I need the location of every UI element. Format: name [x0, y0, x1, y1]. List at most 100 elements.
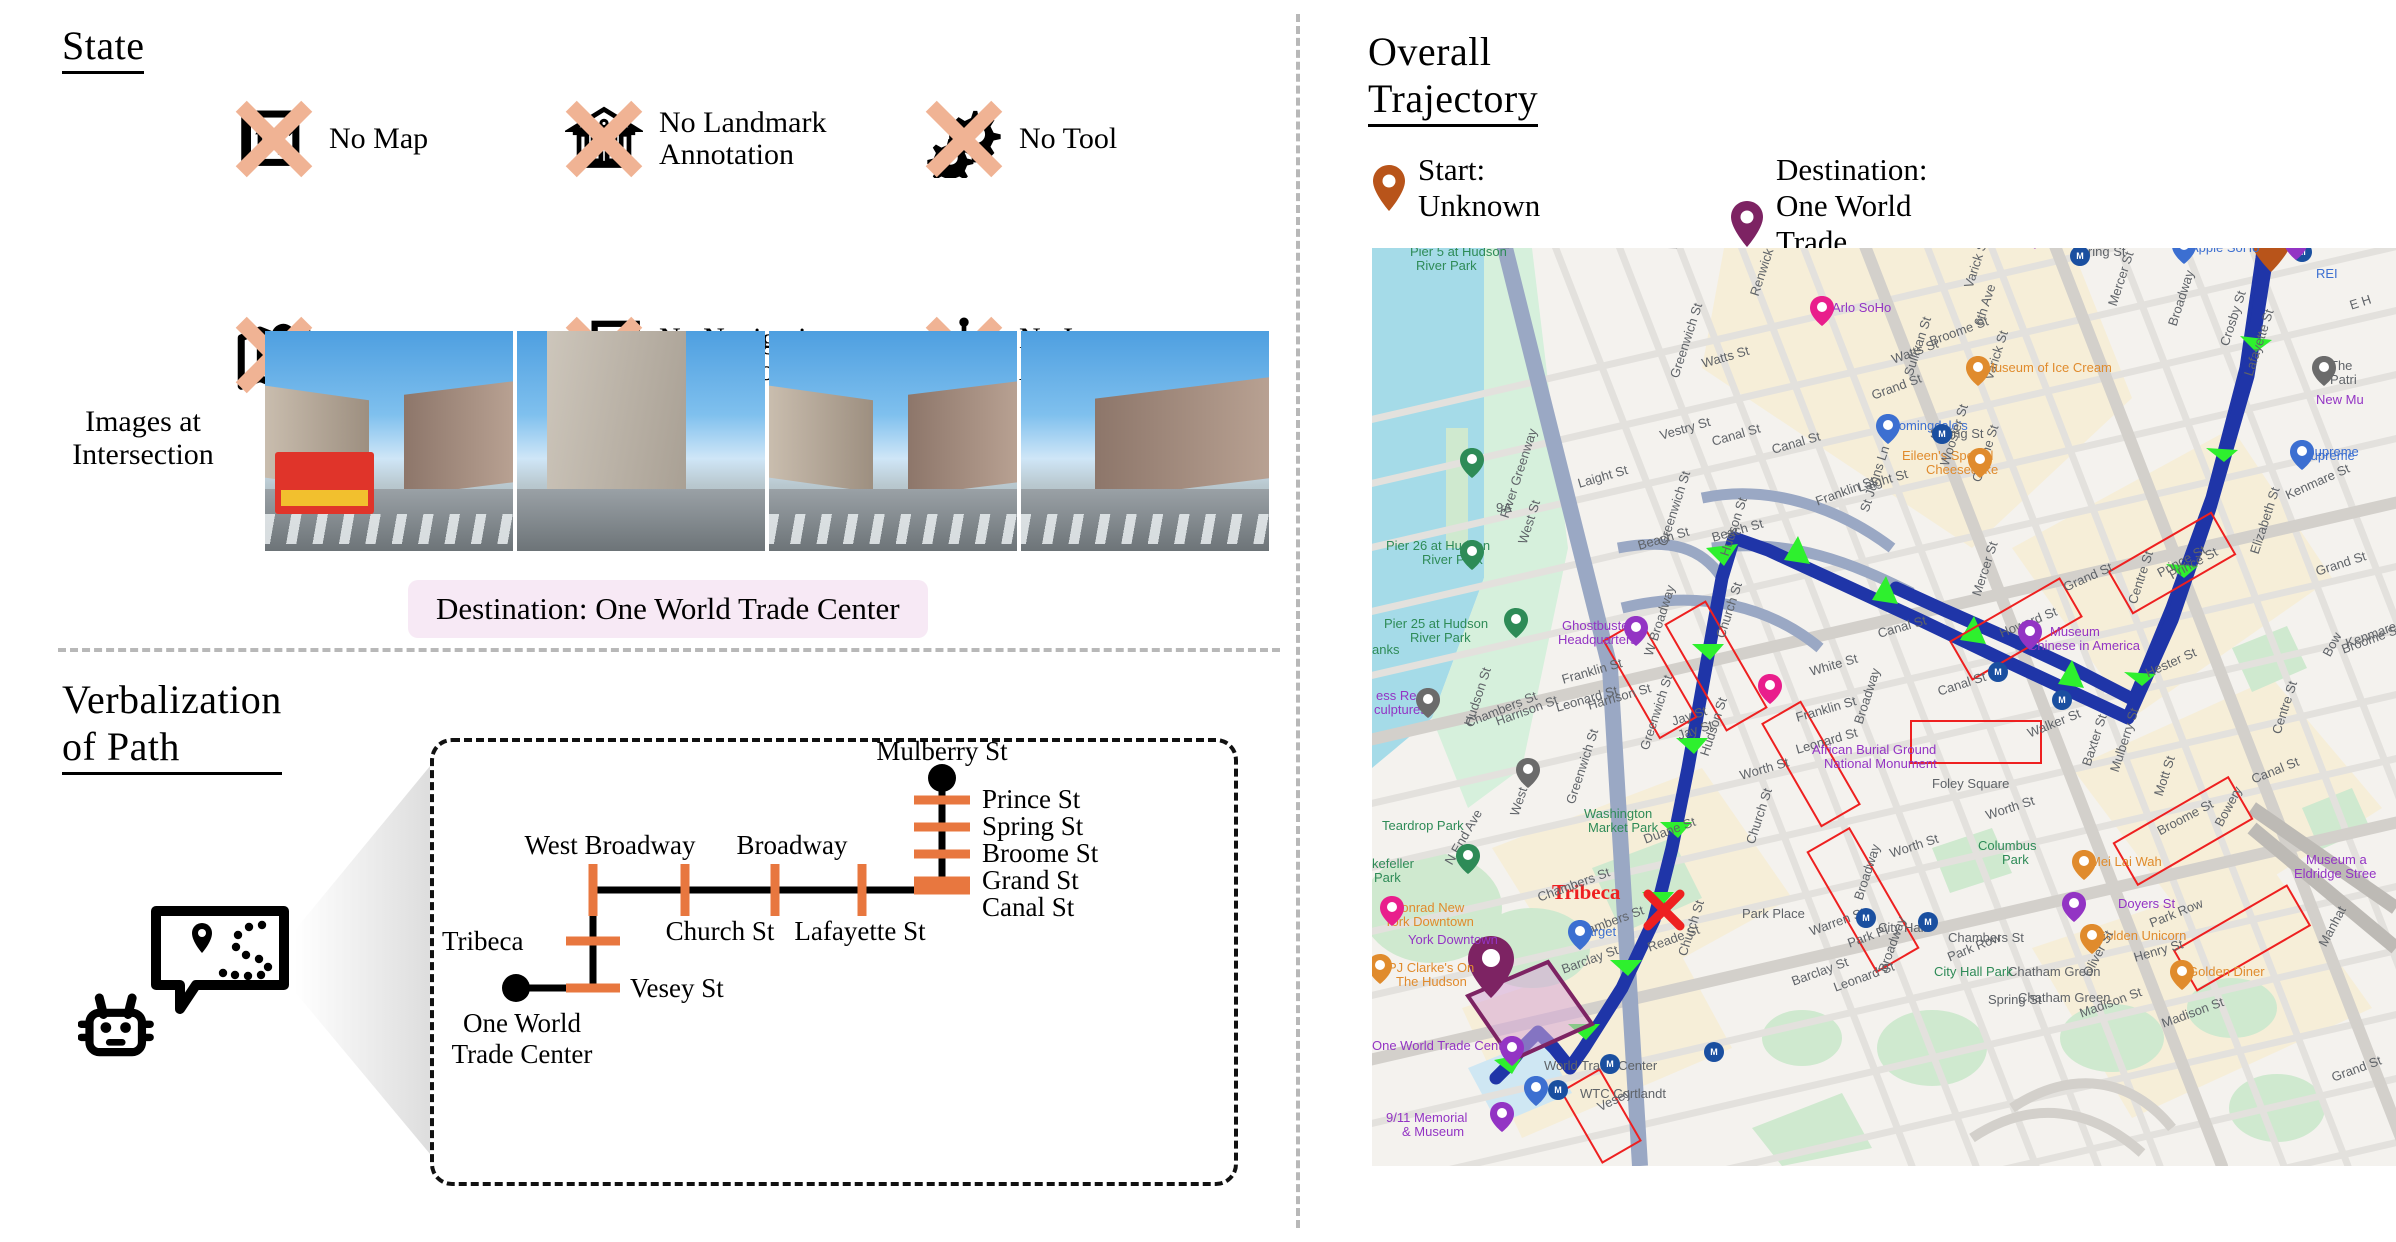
poi-marker-icon[interactable] [2062, 892, 2086, 922]
subway-station-icon[interactable]: M [1918, 912, 1938, 932]
path-label-tribeca: Tribeca [442, 926, 524, 956]
constraint-landmark-bank: No Landmark Annotation [565, 100, 826, 178]
intersection-image-strip [265, 331, 1269, 551]
legend-start-label: Start: Unknown [1418, 152, 1541, 223]
map-label: Teardrop Park [1382, 818, 1464, 833]
poi-marker-icon[interactable] [1876, 414, 1900, 444]
poi-marker-icon[interactable] [1416, 688, 1440, 718]
map-label: Pier 5 at Hudson [1410, 248, 1507, 259]
constraints-row: No GPSNo Navigation InstructionNo Intern… [235, 226, 1165, 394]
landmark-bank-icon [565, 100, 643, 178]
route-speech-bubble-icon [151, 906, 289, 1014]
map-label: Park [1374, 870, 1401, 885]
poi-marker-icon[interactable] [1810, 296, 1834, 326]
red-highlight-spring-st [1910, 720, 2042, 764]
map-label: Ghostbusters [1562, 618, 1640, 633]
legend-start: Start: Unknown [1372, 152, 1540, 224]
path-label-broadway: Broadway [736, 830, 848, 860]
poi-marker-icon[interactable] [2172, 248, 2196, 264]
map-destination-pin[interactable] [1468, 936, 1514, 998]
path-label-mulberry: Mulberry St [876, 736, 1008, 766]
path-label-west-broadway: West Broadway [524, 830, 696, 860]
path-label-grand: Grand St [982, 865, 1079, 895]
poi-marker-icon[interactable] [2018, 620, 2042, 650]
path-label-prince: Prince St [982, 784, 1081, 814]
destination-pin-icon [1731, 201, 1763, 247]
map-label: Golden Unicorn [2096, 928, 2187, 943]
map-label: Supreme [2302, 448, 2355, 463]
map-label: Doyers St [2118, 896, 2176, 911]
map-label: River Park [1410, 630, 1471, 645]
map-label: REI [2316, 266, 2338, 281]
destination-banner: Destination: One World Trade Center [408, 580, 928, 638]
subway-station-icon[interactable]: M [1548, 1080, 1568, 1100]
vertical-divider [1296, 14, 1300, 1228]
constraint-gears-tool: No Tool [925, 100, 1117, 178]
street-view-thumbnail [265, 331, 513, 551]
map-label: New Mu [2316, 392, 2364, 407]
poi-marker-icon[interactable] [1372, 954, 1392, 984]
map-label: Spring St [1988, 992, 2042, 1007]
poi-marker-icon[interactable] [1490, 1102, 1514, 1132]
poi-marker-icon[interactable] [2080, 924, 2104, 954]
poi-marker-icon[interactable] [2170, 960, 2194, 990]
robot-icon [78, 993, 154, 1057]
trajectory-section-title: Overall Trajectory [1368, 28, 1539, 127]
constraints-row: No Map No Landmark Annotation No Tool [235, 100, 1165, 190]
poi-marker-icon[interactable] [1758, 674, 1782, 704]
images-at-intersection-label: Images at Intersection [72, 405, 214, 471]
map-label: Washington [1584, 806, 1653, 821]
map-label: Foley Square [1932, 776, 2010, 791]
poi-marker-icon[interactable] [1460, 540, 1484, 570]
path-label-lafayette: Lafayette St [794, 916, 926, 946]
map-label: City Hall [1878, 920, 1927, 935]
path-label-broome: Broome St [982, 838, 1099, 868]
path-label-one-world-trade-center: One World Trade Center [451, 1008, 593, 1069]
subway-station-icon[interactable]: M [1988, 662, 2008, 682]
poi-marker-icon[interactable] [1516, 758, 1540, 788]
map-label: Apple SoHo [2190, 248, 2259, 255]
map-label: Spring St [2072, 248, 2126, 259]
map-label: River Park [1416, 258, 1477, 273]
poi-marker-icon[interactable] [1568, 920, 1592, 950]
map-label: African Burial Ground [1812, 742, 1937, 757]
map-label: Chambers St [1948, 930, 2024, 945]
subway-station-icon[interactable]: M [1856, 908, 1876, 928]
poi-marker-icon[interactable] [2072, 850, 2096, 880]
poi-marker-icon[interactable] [1504, 608, 1528, 638]
gears-tool-icon [925, 100, 1003, 178]
poi-marker-icon[interactable] [1380, 896, 1404, 926]
subway-station-icon[interactable]: M [2070, 248, 2090, 266]
map-label: Supreme [2306, 444, 2359, 459]
subway-station-icon[interactable]: M [1704, 1042, 1724, 1062]
map-label: Arlo SoHo [1832, 300, 1892, 315]
map-label: Market Park [1588, 820, 1659, 835]
map-label: PJ Clarke's On [1388, 960, 1475, 975]
poi-marker-icon[interactable] [2290, 440, 2314, 470]
poi-marker-icon[interactable] [2284, 248, 2308, 260]
map-start-pin[interactable] [2248, 248, 2294, 272]
poi-marker-icon[interactable] [1460, 448, 1484, 478]
map-label: culptures [1374, 702, 1427, 717]
map-label: & Museum [1402, 1124, 1465, 1139]
path-diagram: Mulberry St Prince St Spring St Broome S… [430, 736, 1230, 1178]
map-label: ess Real [1376, 688, 1427, 703]
poi-marker-icon[interactable] [2312, 356, 2336, 386]
state-section-title: State [62, 22, 145, 74]
poi-marker-icon[interactable] [1966, 356, 1990, 386]
poi-marker-icon[interactable] [1968, 448, 1992, 478]
constraint-map-blueprint: No Map [235, 100, 428, 178]
street-view-thumbnail [1021, 331, 1269, 551]
subway-station-icon[interactable]: M [1932, 424, 1952, 444]
poi-marker-icon[interactable] [1500, 1036, 1524, 1066]
map-label: National Monument [1824, 756, 1937, 771]
subway-station-icon[interactable]: M [2052, 690, 2072, 710]
map-label: 9/11 Memorial [1386, 1110, 1468, 1125]
poi-marker-icon[interactable] [1524, 1076, 1548, 1106]
poi-marker-icon[interactable] [1624, 616, 1648, 646]
map-label: Museum a [2306, 852, 2367, 867]
subway-station-icon[interactable]: M [1600, 1054, 1620, 1074]
poi-marker-icon[interactable] [1456, 844, 1480, 874]
constraint-label: No Tool [1019, 121, 1118, 155]
